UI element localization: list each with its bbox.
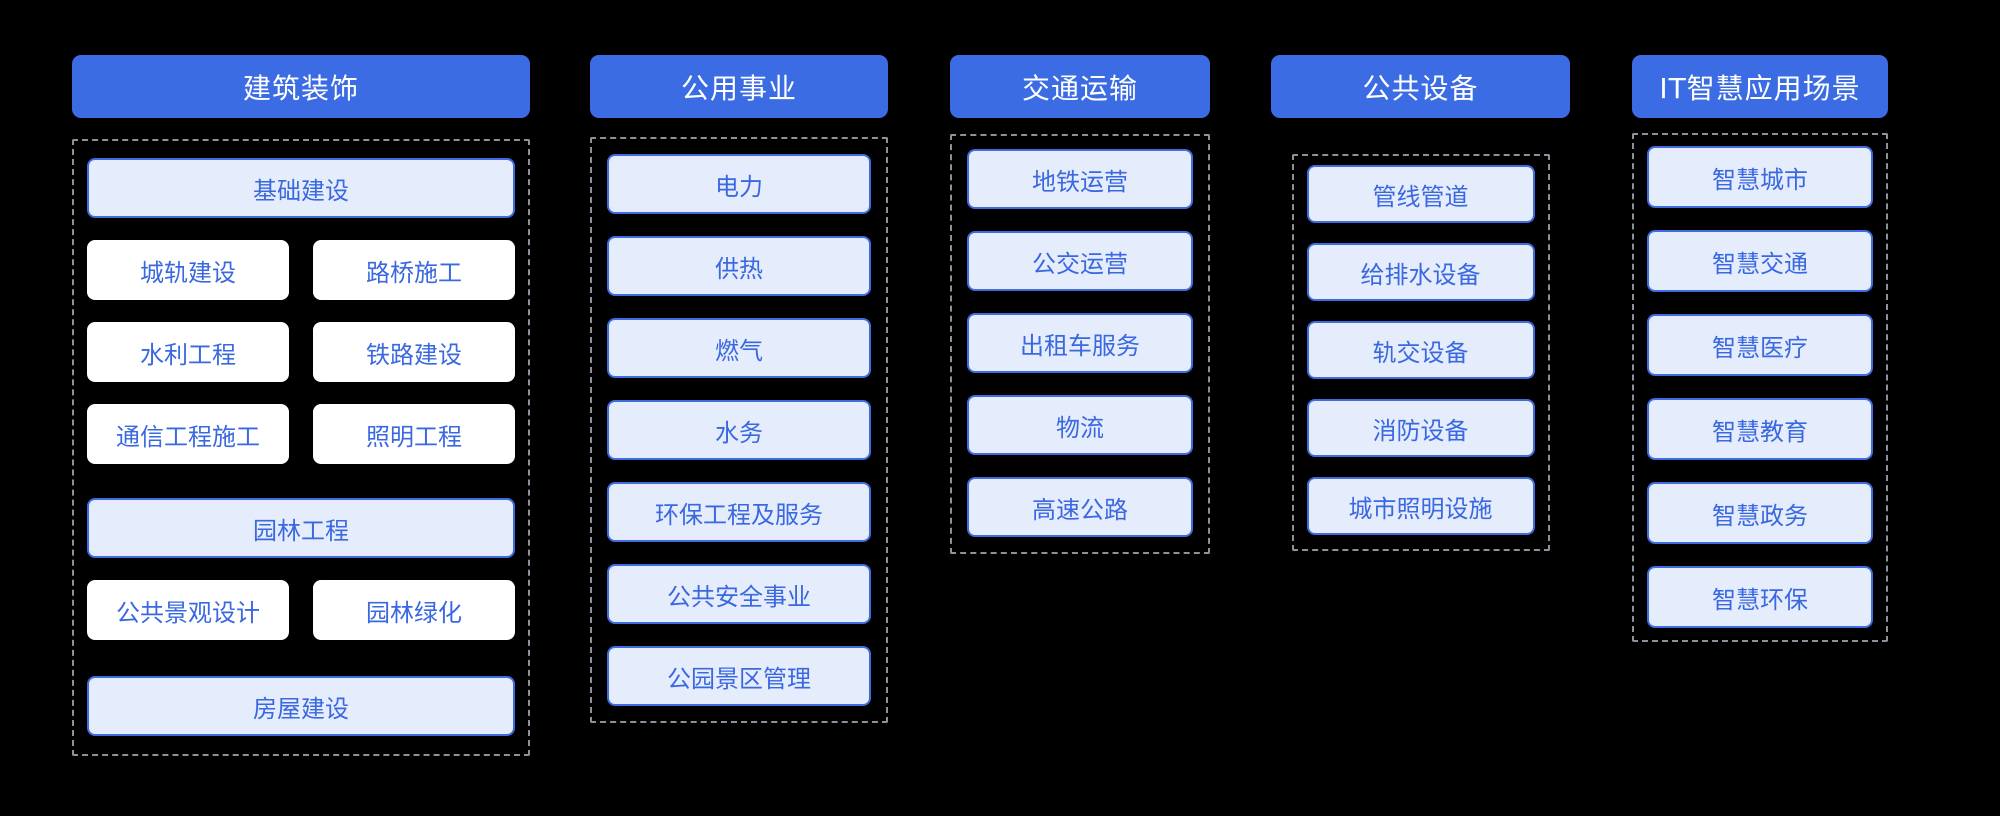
item-water-supply-drainage-equipment: 给排水设备 — [1306, 243, 1535, 301]
item-electric-power: 电力 — [607, 154, 871, 214]
item-housing-construction: 房屋建设 — [87, 676, 515, 736]
item-environmental-engineering-services: 环保工程及服务 — [607, 482, 871, 542]
column-header-transportation: 交通运输 — [950, 55, 1210, 118]
column-public-equipment: 公共设备 管线管道 给排水设备 轨交设备 消防设备 城市照明设施 — [1271, 55, 1570, 551]
column-building-decoration: 建筑装饰 基础建设 城轨建设 路桥施工 水利工程 铁路建设 通信工程施工 照明工… — [72, 55, 530, 756]
item-communication-engineering-construction: 通信工程施工 — [87, 404, 289, 464]
column-public-utilities: 公用事业 电力 供热 燃气 水务 环保工程及服务 公共安全事业 公园景区管理 — [590, 55, 888, 723]
item-gas: 燃气 — [607, 318, 871, 378]
item-taxi-service: 出租车服务 — [967, 313, 1193, 373]
item-heating: 供热 — [607, 236, 871, 296]
column-it-smart-applications: IT智慧应用场景 智慧城市 智慧交通 智慧医疗 智慧教育 智慧政务 智慧环保 — [1632, 55, 1888, 642]
panel-building-decoration: 基础建设 城轨建设 路桥施工 水利工程 铁路建设 通信工程施工 照明工程 园林工… — [72, 139, 530, 756]
item-smart-education: 智慧教育 — [1647, 398, 1873, 460]
item-public-landscape-design: 公共景观设计 — [87, 580, 289, 640]
item-water-affairs: 水务 — [607, 400, 871, 460]
column-header-public-utilities: 公用事业 — [590, 55, 888, 118]
panel-transportation: 地铁运营 公交运营 出租车服务 物流 高速公路 — [950, 134, 1210, 554]
item-road-bridge-construction: 路桥施工 — [313, 240, 515, 300]
item-fire-fighting-equipment: 消防设备 — [1306, 399, 1535, 457]
item-smart-city: 智慧城市 — [1647, 146, 1873, 208]
item-water-conservancy-engineering: 水利工程 — [87, 322, 289, 382]
item-railway-construction: 铁路建设 — [313, 322, 515, 382]
item-lighting-engineering: 照明工程 — [313, 404, 515, 464]
column-header-building-decoration: 建筑装饰 — [72, 55, 530, 118]
item-smart-environmental-protection: 智慧环保 — [1647, 566, 1873, 628]
item-pipelines: 管线管道 — [1306, 165, 1535, 223]
item-metro-operation: 地铁运营 — [967, 149, 1193, 209]
item-park-scenic-management: 公园景区管理 — [607, 646, 871, 706]
item-infrastructure-construction: 基础建设 — [87, 158, 515, 218]
column-transportation: 交通运输 地铁运营 公交运营 出租车服务 物流 高速公路 — [950, 55, 1210, 554]
panel-public-equipment: 管线管道 给排水设备 轨交设备 消防设备 城市照明设施 — [1291, 154, 1550, 551]
item-landscape-greening: 园林绿化 — [313, 580, 515, 640]
item-smart-healthcare: 智慧医疗 — [1647, 314, 1873, 376]
item-urban-lighting-facilities: 城市照明设施 — [1306, 477, 1535, 535]
item-urban-rail-construction: 城轨建设 — [87, 240, 289, 300]
item-bus-operation: 公交运营 — [967, 231, 1193, 291]
item-smart-government: 智慧政务 — [1647, 482, 1873, 544]
item-logistics: 物流 — [967, 395, 1193, 455]
item-smart-transportation: 智慧交通 — [1647, 230, 1873, 292]
item-rail-transit-equipment: 轨交设备 — [1306, 321, 1535, 379]
item-expressway: 高速公路 — [967, 477, 1193, 537]
panel-public-utilities: 电力 供热 燃气 水务 环保工程及服务 公共安全事业 公园景区管理 — [590, 137, 888, 723]
column-header-public-equipment: 公共设备 — [1271, 55, 1570, 118]
panel-it-smart-applications: 智慧城市 智慧交通 智慧医疗 智慧教育 智慧政务 智慧环保 — [1632, 133, 1888, 642]
column-header-it-smart-applications: IT智慧应用场景 — [1632, 55, 1888, 118]
item-public-safety: 公共安全事业 — [607, 564, 871, 624]
item-landscape-engineering: 园林工程 — [87, 498, 515, 558]
